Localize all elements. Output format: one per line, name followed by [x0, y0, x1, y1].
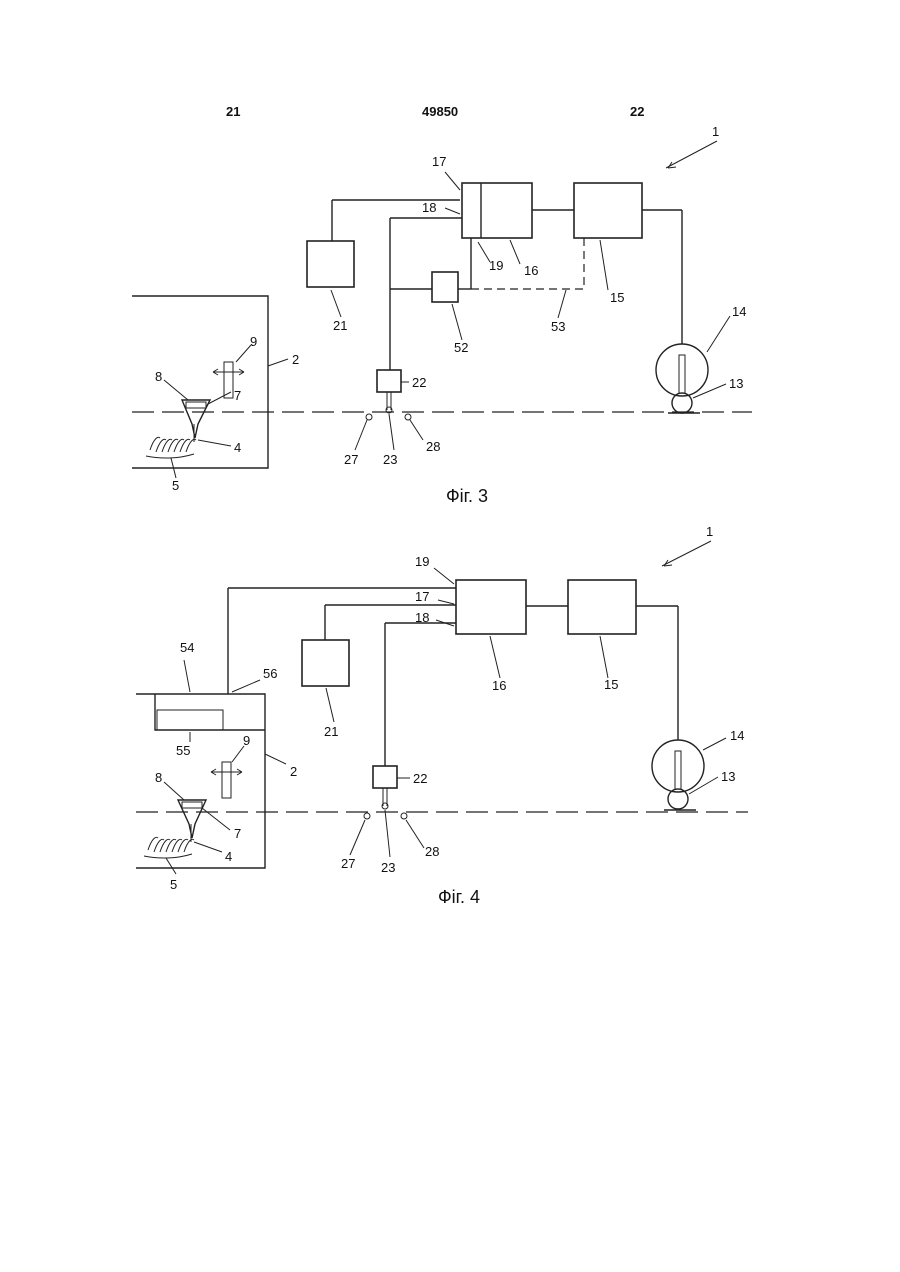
label-27: 27 [341, 856, 355, 871]
label-22: 22 [412, 375, 426, 390]
label-8: 8 [155, 369, 162, 384]
label-9: 9 [250, 334, 257, 349]
label-56: 56 [263, 666, 277, 681]
label-21: 21 [333, 318, 347, 333]
block-21 [307, 241, 354, 287]
label-19: 19 [489, 258, 503, 273]
label-14: 14 [732, 304, 746, 319]
label-13: 13 [729, 376, 743, 391]
label-23: 23 [383, 452, 397, 467]
label-2: 2 [292, 352, 299, 367]
motor-14 [656, 344, 708, 396]
figure-4: 1 19 17 18 16 15 21 14 13 54 56 55 2 9 8… [136, 524, 748, 907]
control-unit-16 [462, 183, 532, 238]
label-28: 28 [425, 844, 439, 859]
label-21: 21 [324, 724, 338, 739]
block-21 [302, 640, 349, 686]
label-15: 15 [604, 677, 618, 692]
label-16: 16 [492, 678, 506, 693]
label-52: 52 [454, 340, 468, 355]
label-22: 22 [413, 771, 427, 786]
drive-unit-15 [574, 183, 642, 238]
label-17: 17 [432, 154, 446, 169]
motor-14 [652, 740, 704, 792]
label-14: 14 [730, 728, 744, 743]
label-7: 7 [234, 826, 241, 841]
label-4: 4 [225, 849, 232, 864]
label-7: 7 [234, 388, 241, 403]
label-15: 15 [610, 290, 624, 305]
label-1: 1 [706, 524, 713, 539]
label-9: 9 [243, 733, 250, 748]
element-55 [157, 710, 223, 730]
label-28: 28 [426, 439, 440, 454]
label-23: 23 [381, 860, 395, 875]
label-8: 8 [155, 770, 162, 785]
label-53: 53 [551, 319, 565, 334]
block-52 [432, 272, 458, 302]
label-54: 54 [180, 640, 194, 655]
label-16: 16 [524, 263, 538, 278]
label-2: 2 [290, 764, 297, 779]
head-plate [186, 402, 206, 408]
label-18: 18 [415, 610, 429, 625]
sensor-22 [377, 370, 401, 392]
figure-4-caption: Фіг. 4 [438, 887, 480, 907]
label-27: 27 [344, 452, 358, 467]
label-17: 17 [415, 589, 429, 604]
label-19: 19 [415, 554, 429, 569]
fabric-hatching [146, 437, 196, 458]
needle-bar [224, 362, 233, 398]
needle-bar [222, 762, 231, 798]
label-4: 4 [234, 440, 241, 455]
control-unit-16 [456, 580, 526, 634]
figure-3: 1 17 18 19 16 15 21 52 53 14 13 2 9 8 7 … [132, 124, 752, 506]
label-18: 18 [422, 200, 436, 215]
figure-3-caption: Фіг. 3 [446, 486, 488, 506]
machine-frame [132, 296, 268, 468]
fabric-hatching [144, 837, 194, 858]
label-5: 5 [172, 478, 179, 493]
sensor-22 [373, 766, 397, 788]
label-1: 1 [712, 124, 719, 139]
label-55: 55 [176, 743, 190, 758]
label-5: 5 [170, 877, 177, 892]
drive-unit-15 [568, 580, 636, 634]
label-13: 13 [721, 769, 735, 784]
